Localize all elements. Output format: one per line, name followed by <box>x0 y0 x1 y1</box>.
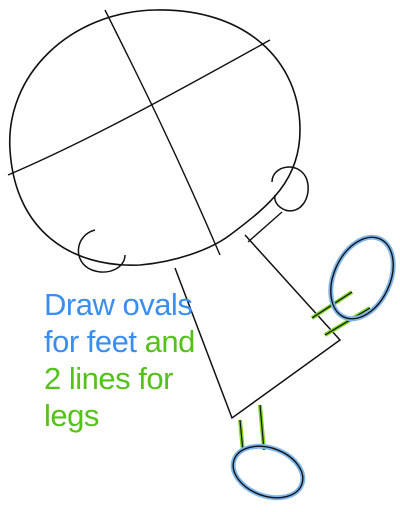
caption-blue-line2: for feet <box>44 324 145 359</box>
head-vertical-guide <box>104 9 221 256</box>
head-outline <box>9 9 301 266</box>
lower-foot-oval <box>232 445 304 499</box>
caption-green-line3: 2 lines for <box>44 361 173 396</box>
left-ear <box>77 229 126 273</box>
right-foot-oval <box>330 236 394 320</box>
caption-blue-line1: Draw ovals <box>44 287 193 322</box>
instruction-caption: Draw ovals for feet and 2 lines for legs <box>44 286 234 434</box>
neck-line <box>247 211 283 243</box>
caption-green-and: and <box>144 324 196 359</box>
lower-leg-line-left-ink <box>239 419 244 453</box>
head-horizontal-guide <box>7 39 271 176</box>
caption-green-line4: legs <box>44 398 99 433</box>
right-leg-line-bottom-ink <box>324 307 371 336</box>
right-ear <box>271 166 309 212</box>
lower-leg-line-right-ink <box>259 404 265 451</box>
body-outline <box>174 234 342 420</box>
